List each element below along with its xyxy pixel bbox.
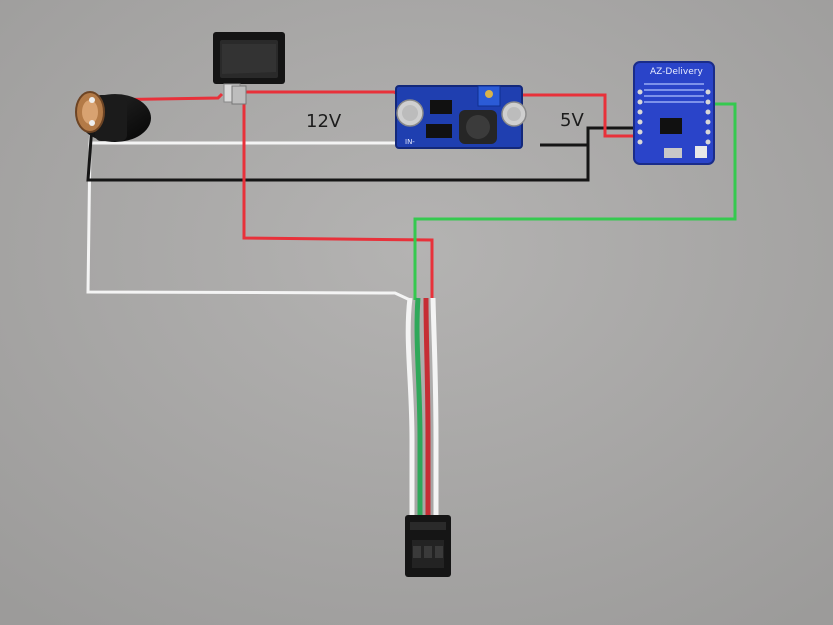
board-brand-label: AZ-Delivery [650, 67, 703, 77]
dc-barrel-jack-icon [75, 91, 151, 142]
white-wire-led [86, 142, 411, 302]
black-wire-to-board [586, 126, 640, 145]
buck-converter-module-icon: IN- [395, 85, 527, 149]
red-wire-switch-led [242, 92, 434, 300]
rocker-switch-icon [213, 32, 285, 105]
red-wire-5v [520, 93, 640, 138]
green-wire-data [413, 102, 737, 300]
red-wire-jack-switch [97, 92, 224, 102]
input-voltage-label: 12V [306, 111, 342, 132]
led-cable-bundle [405, 297, 439, 520]
output-voltage-label: 5V [560, 110, 584, 131]
buck-pin-in-minus-label: IN- [405, 138, 415, 146]
jst-connector-icon [405, 515, 451, 577]
microcontroller-board-icon: AZ-Delivery [633, 61, 715, 165]
